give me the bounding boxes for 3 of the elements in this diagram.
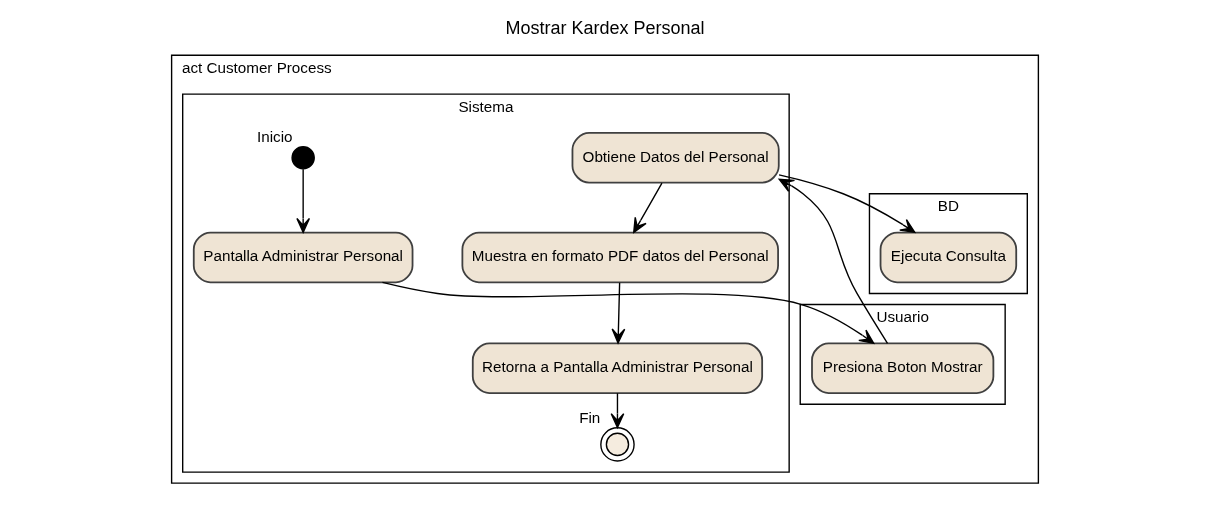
node-label: Fin <box>579 409 601 427</box>
node-label: Inicio <box>257 128 293 146</box>
diagram-title: Mostrar Kardex Personal <box>505 17 705 38</box>
